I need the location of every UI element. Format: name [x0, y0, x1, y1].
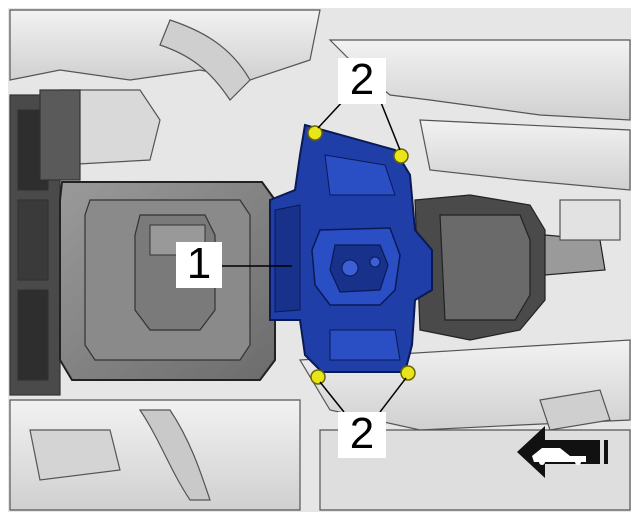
bolt-bottom-right	[400, 365, 416, 381]
leader-lines	[222, 99, 407, 413]
bolt-top-right	[393, 148, 409, 164]
oil-pan	[59, 181, 276, 381]
mounting-bolts	[307, 125, 416, 385]
transmission-housing	[414, 194, 621, 341]
bolt-bottom-left	[310, 369, 326, 385]
engine-block	[9, 89, 81, 396]
callout-label-bolts-top: 2	[338, 58, 386, 104]
highlighted-mount-bracket	[269, 123, 433, 373]
upper-chassis	[9, 9, 631, 191]
bolt-top-left	[307, 125, 323, 141]
callout-label-bolts-bottom: 2	[338, 412, 386, 458]
callout-label-part-1: 1	[176, 242, 222, 288]
vehicle-front-arrow-icon	[517, 426, 608, 478]
